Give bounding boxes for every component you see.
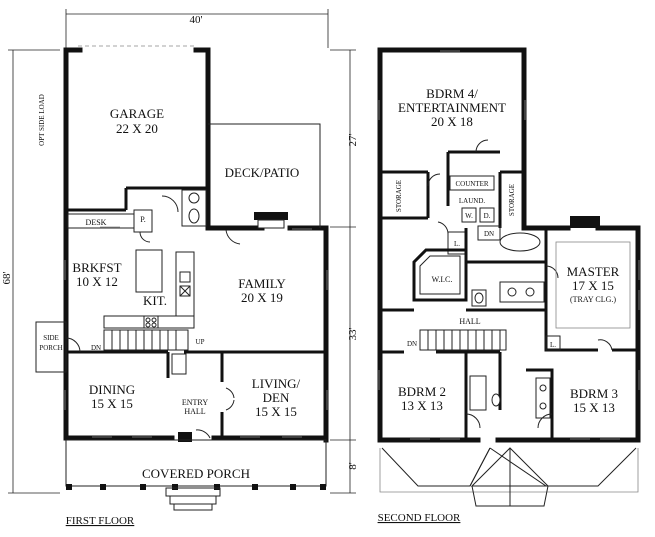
wic-label: W.I.C. <box>432 275 453 284</box>
counter-label: COUNTER <box>455 180 488 188</box>
bdrm3-size: 15 X 13 <box>573 400 615 415</box>
first-floor: 40' 68' 27' 33' 8' <box>1 9 359 527</box>
second-floor: BDRM 4/ ENTERTAINMENT 20 X 18 STORAGE ST… <box>377 47 641 524</box>
porch-roof <box>379 447 639 507</box>
up-label: UP <box>196 338 205 346</box>
bdrm4-size: 20 X 18 <box>431 114 473 129</box>
garage-size: 22 X 20 <box>116 121 158 136</box>
second-floor-title: SECOND FLOOR <box>378 512 461 524</box>
bdrm2-label: BDRM 2 <box>398 384 446 399</box>
family-size: 20 X 19 <box>241 290 283 305</box>
side-porch-label-1: SIDE <box>43 334 59 342</box>
master-label: MASTER <box>567 264 620 279</box>
hall-label: HALL <box>459 317 480 326</box>
family-label: FAMILY <box>238 276 286 291</box>
master-size: 17 X 15 <box>572 278 614 293</box>
entry-label-1: ENTRY <box>182 398 208 407</box>
bdrm2-size: 13 X 13 <box>401 398 443 413</box>
laund-label: LAUND. <box>459 197 485 205</box>
living-size: 15 X 15 <box>255 404 297 419</box>
first-floor-title: FIRST FLOOR <box>66 515 135 527</box>
storage-right-label: STORAGE <box>508 184 516 216</box>
desk-label: DESK <box>86 218 107 227</box>
width-dim-label: 40' <box>190 14 203 26</box>
linen-label: L. <box>454 240 460 248</box>
master-note: (TRAY CLG.) <box>570 295 616 304</box>
width-dimension: 40' <box>65 9 329 48</box>
linen2-label: L. <box>550 341 556 349</box>
right-dimensions: 27' 33' 8' <box>330 49 359 494</box>
dim-8-label: 8' <box>347 462 359 470</box>
bdrm4-label: BDRM 4/ <box>426 86 478 101</box>
side-porch-label-2: PORCH <box>39 344 62 352</box>
living-label: LIVING/ <box>252 376 301 391</box>
storage-left-label: STORAGE <box>395 180 403 212</box>
deck-label: DECK/PATIO <box>225 165 300 180</box>
main-stair <box>103 329 189 351</box>
covered-porch-label: COVERED PORCH <box>142 466 250 481</box>
covered-porch <box>65 439 327 511</box>
brkfst-size: 10 X 12 <box>76 274 118 289</box>
bdrm4-label-2: ENTERTAINMENT <box>398 100 506 115</box>
dn-stair-label: DN <box>407 340 417 348</box>
dim-27-label: 27' <box>347 133 359 146</box>
opt-side-load-label: OPT SIDE LOAD <box>38 94 46 146</box>
kit-label: KIT. <box>143 293 167 308</box>
depth-dimension: 68' <box>1 49 60 494</box>
garage-label: GARAGE <box>110 106 164 121</box>
dining-label: DINING <box>89 382 135 397</box>
dryer-label: D. <box>484 212 491 220</box>
living-label-2: DEN <box>263 390 290 405</box>
dn-label: DN <box>91 344 101 352</box>
depth-dim-label: 68' <box>1 271 13 284</box>
pantry-label: P. <box>140 215 146 224</box>
brkfst-label: BRKFST <box>72 260 121 275</box>
bdrm3-label: BDRM 3 <box>570 386 618 401</box>
dn-upper-label: DN <box>484 230 494 238</box>
upper-stair <box>419 329 507 351</box>
dim-33-label: 33' <box>347 327 359 340</box>
entry-label-2: HALL <box>184 407 205 416</box>
washer-label: W. <box>465 212 473 220</box>
dining-size: 15 X 15 <box>91 396 133 411</box>
